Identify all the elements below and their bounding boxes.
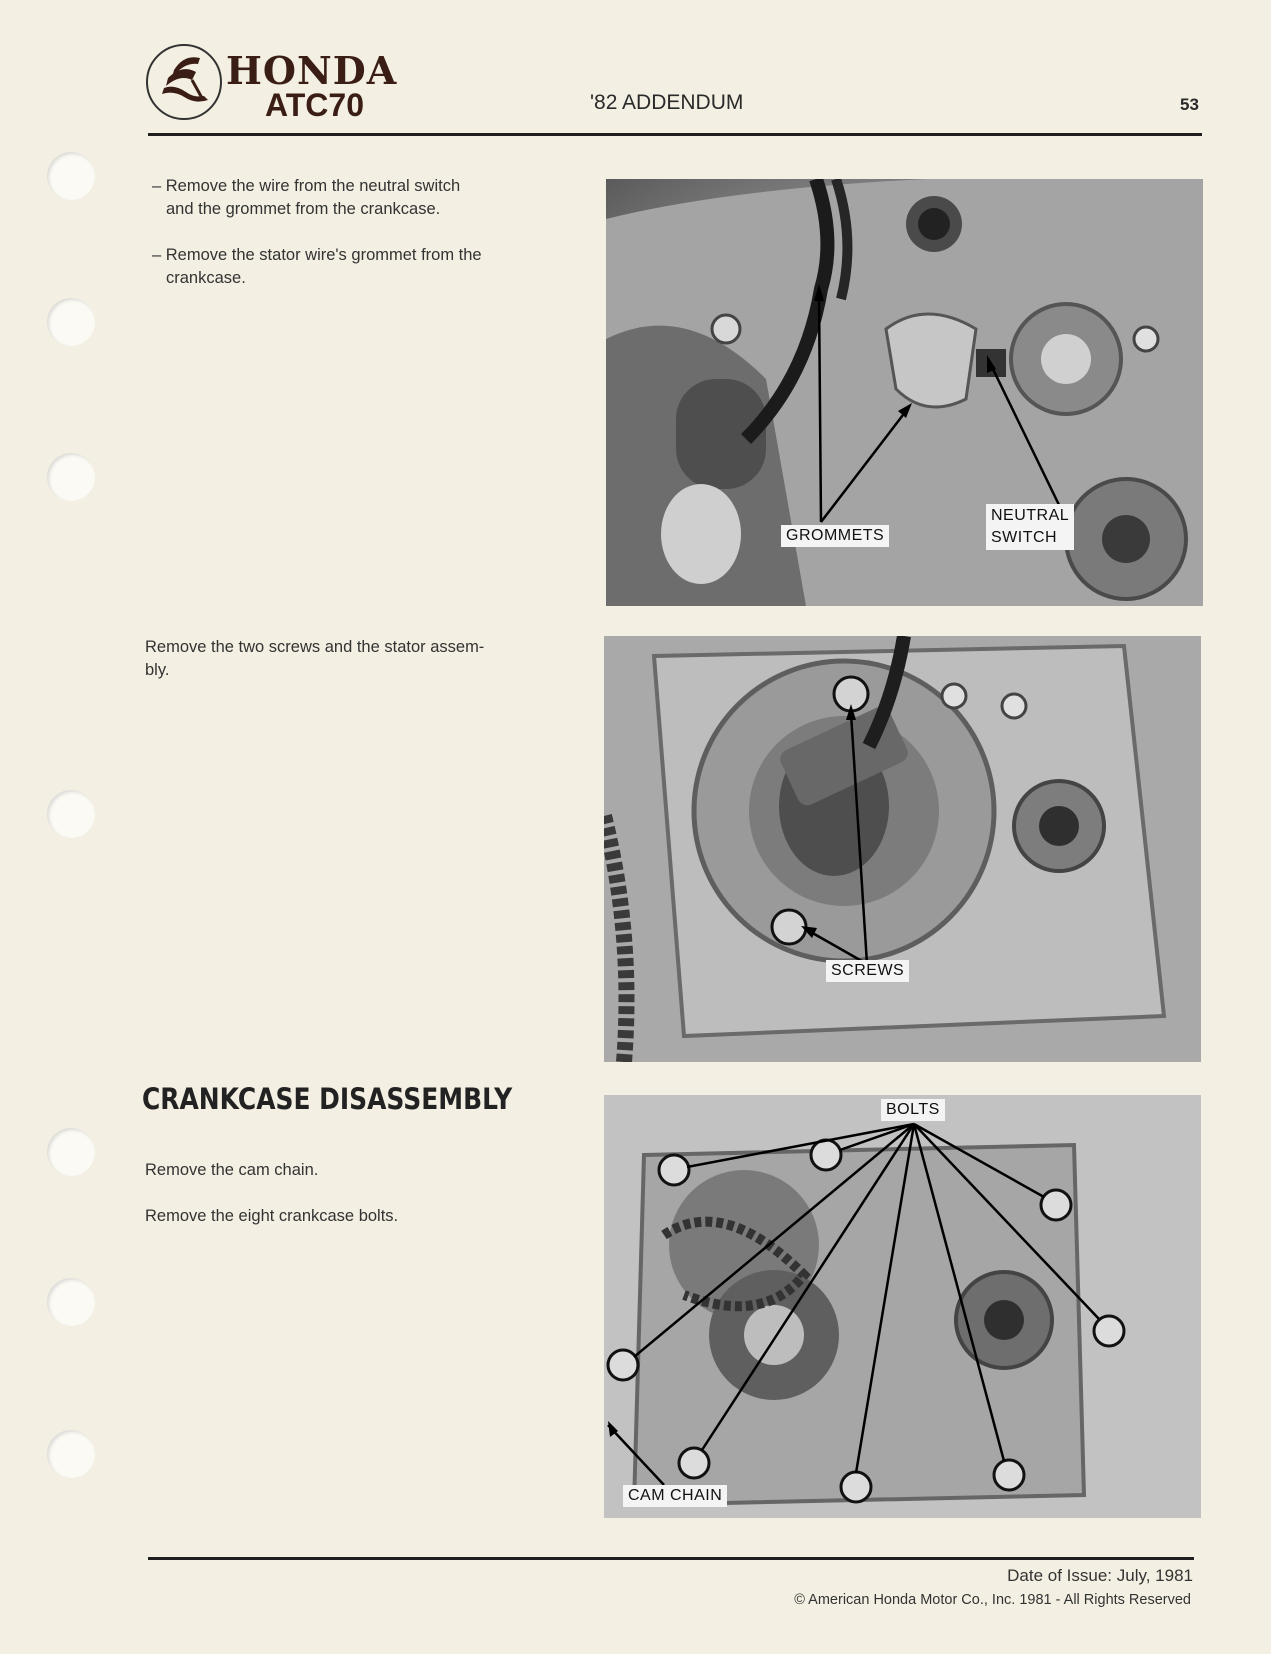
- step-text: – Remove the wire from the neutral switc…: [152, 175, 460, 221]
- engine-photo-stator: SCREWS: [604, 636, 1201, 1062]
- step1-line2: and the grommet from the crankcase.: [166, 200, 441, 218]
- step3-line2: bly.: [145, 661, 170, 679]
- brand-name: HONDA: [226, 48, 398, 93]
- issue-date: Date of Issue: July, 1981: [1007, 1566, 1193, 1585]
- step-text: – Remove the stator wire's grommet from …: [152, 244, 482, 290]
- label-grommets: GROMMETS: [781, 525, 890, 547]
- honda-wing-icon: [146, 44, 222, 120]
- engine-photo-neutral-switch: GROMMETS NEUTRAL SWITCH: [606, 179, 1203, 606]
- copyright-notice: © American Honda Motor Co., Inc. 1981 - …: [794, 1592, 1191, 1608]
- step1-line1: – Remove the wire from the neutral switc…: [152, 177, 461, 195]
- binder-hole: [47, 790, 95, 838]
- section-heading: CRANKCASE DISASSEMBLY: [142, 1082, 513, 1116]
- binder-hole: [47, 1430, 95, 1478]
- step5-text: Remove the eight crankcase bolts.: [145, 1207, 399, 1225]
- label-neutral-line2: SWITCH: [991, 529, 1058, 546]
- step2-line2: crankcase.: [166, 269, 246, 287]
- binder-hole: [47, 152, 95, 200]
- binder-hole: [47, 1128, 95, 1176]
- label-neutral-line1: NEUTRAL: [991, 507, 1070, 524]
- binder-hole: [47, 298, 95, 346]
- honda-logo: HONDA ATC70: [146, 44, 436, 124]
- model-name: ATC70: [265, 87, 364, 123]
- label-cam-chain: CAM CHAIN: [623, 1485, 728, 1507]
- binder-hole: [47, 1278, 95, 1326]
- footer-rule: [148, 1557, 1194, 1560]
- step-text: Remove the two screws and the stator ass…: [145, 636, 484, 682]
- engine-photo-crankcase-bolts: BOLTS CAM CHAIN: [604, 1095, 1201, 1518]
- step2-line1: – Remove the stator wire's grommet from …: [152, 246, 482, 264]
- step3-line1: Remove the two screws and the stator ass…: [145, 638, 485, 656]
- header-rule: [148, 133, 1202, 136]
- binder-hole: [47, 453, 95, 501]
- step4-text: Remove the cam chain.: [145, 1161, 319, 1179]
- page-number: 53: [1180, 95, 1199, 114]
- label-neutral-switch: NEUTRAL SWITCH: [986, 504, 1075, 550]
- label-screws: SCREWS: [826, 960, 910, 982]
- label-bolts: BOLTS: [881, 1099, 945, 1121]
- section-title: '82 ADDENDUM: [590, 91, 744, 114]
